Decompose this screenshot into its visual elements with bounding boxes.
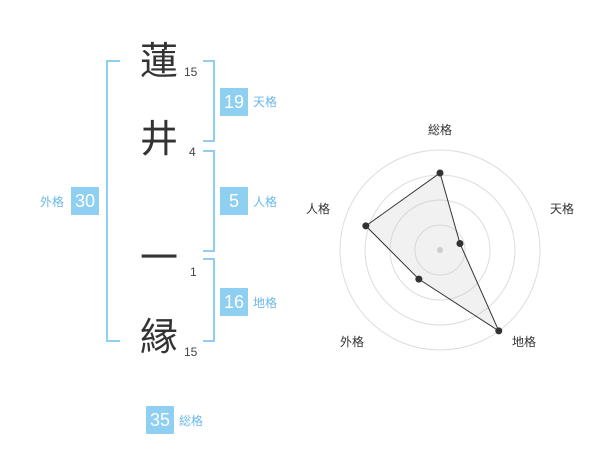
gaikaku-bracket — [106, 60, 120, 342]
radar-point-1 — [436, 169, 444, 177]
tenkaku-bracket — [203, 60, 215, 142]
gaikaku-value: 30 — [71, 187, 99, 215]
radar-point-5 — [362, 222, 370, 230]
soukaku-label: 総格 — [179, 414, 204, 428]
radar-point-3 — [495, 327, 503, 335]
jinkaku-bracket — [203, 150, 215, 252]
radar-ring-1 — [414, 224, 466, 276]
radar-axis-label-3: 地格 — [512, 334, 536, 349]
name-char-1: 蓮 — [139, 39, 178, 83]
radar-axis-label-1: 総格 — [428, 122, 452, 137]
chikaku-bracket — [203, 258, 215, 342]
stroke-count-3: 1 — [190, 265, 197, 279]
stroke-count-1: 15 — [184, 65, 198, 79]
tenkaku-value: 19 — [220, 88, 248, 116]
stroke-count-2: 4 — [189, 145, 196, 159]
tenkaku-label: 天格 — [253, 95, 278, 109]
radar-ring-4 — [339, 149, 541, 351]
stroke-count-4: 15 — [184, 345, 198, 359]
radar-point-2 — [456, 240, 464, 248]
radar-axis-label-5: 人格 — [306, 201, 330, 216]
gaikaku-label: 外格 — [40, 195, 65, 209]
radar-center-dot — [437, 247, 443, 253]
soukaku-value: 35 — [146, 406, 174, 434]
name-char-2: 井 — [139, 117, 178, 161]
radar-point-4 — [415, 275, 423, 283]
radar-area — [365, 172, 500, 333]
radar-axis-label-2: 天格 — [550, 201, 574, 216]
jinkaku-label: 人格 — [253, 195, 278, 209]
jinkaku-value: 5 — [220, 187, 248, 215]
name-char-3: 一 — [139, 236, 178, 280]
name-char-4: 縁 — [139, 315, 178, 359]
radar-axis-label-4: 外格 — [340, 334, 364, 349]
chikaku-label: 地格 — [253, 296, 278, 310]
chikaku-value: 16 — [220, 288, 248, 316]
